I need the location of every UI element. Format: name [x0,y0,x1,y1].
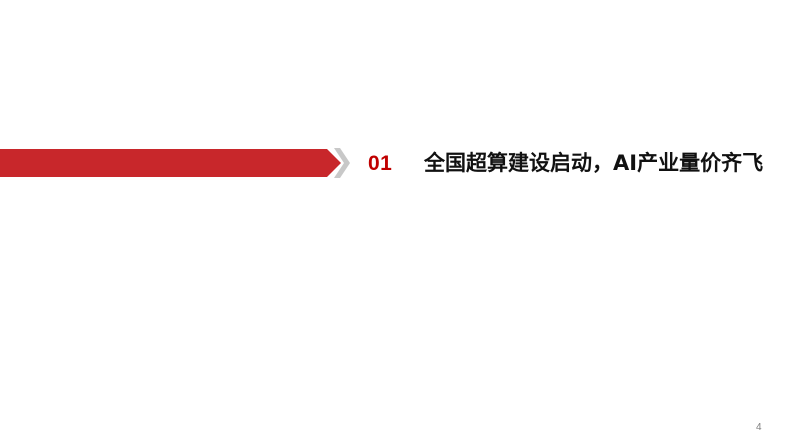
red-arrow-bar [0,149,341,177]
page-number: 4 [756,422,762,433]
section-banner [0,148,350,178]
section-number: 01 [368,152,393,175]
section-title: 全国超算建设启动，AI产业量价齐飞 [424,151,764,175]
banner-arrow-icon [0,148,350,178]
chevron-gray-shape [334,148,350,178]
